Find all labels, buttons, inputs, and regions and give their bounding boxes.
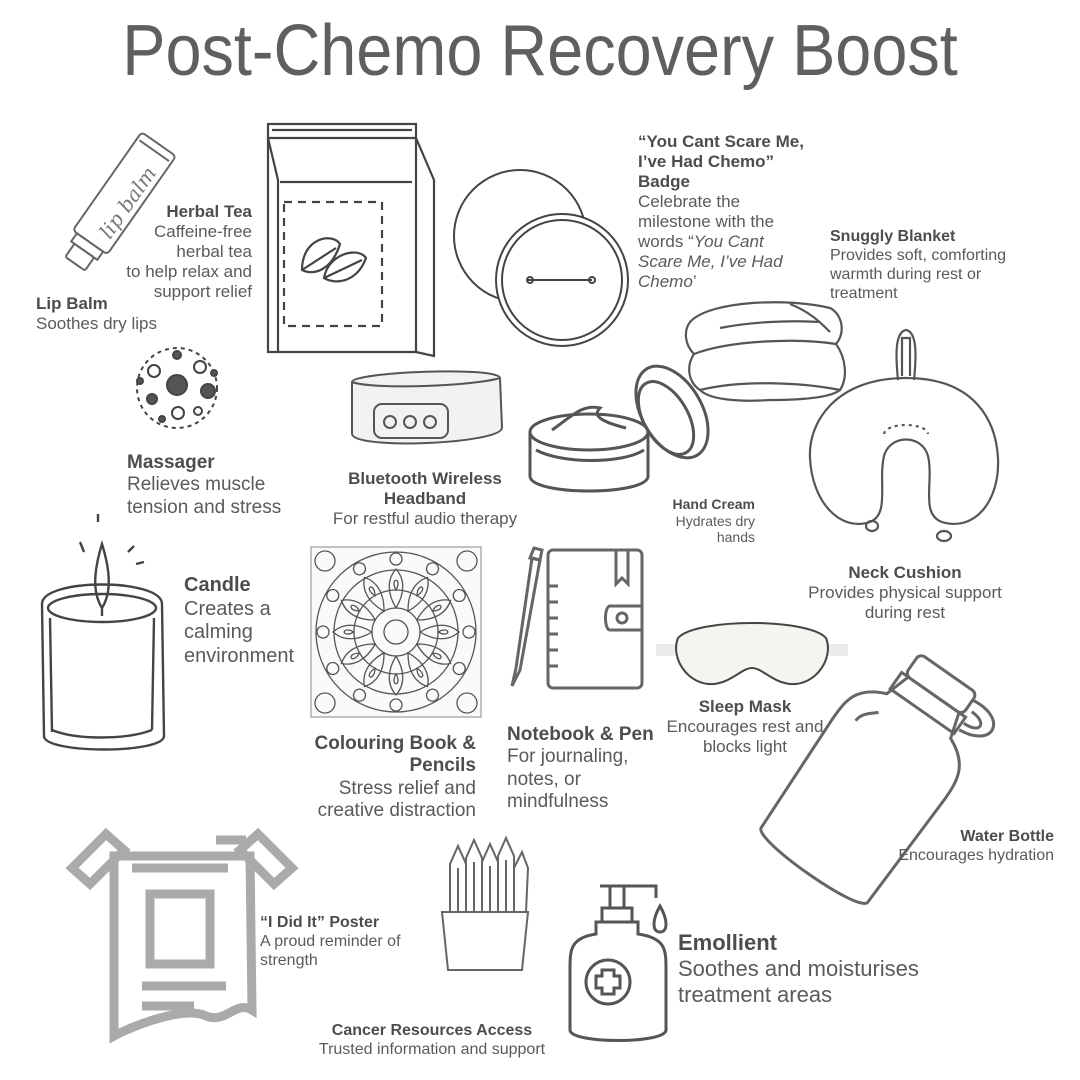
badge-desc: Celebrate the milestone with the words “… bbox=[638, 192, 828, 292]
poster-name: “I Did It” Poster bbox=[260, 914, 380, 931]
herbal-tea-desc: Caffeine-free herbal tea to help relax a… bbox=[126, 222, 252, 302]
cancer-resources-desc: Trusted information and support bbox=[318, 1040, 546, 1058]
candle-icon bbox=[36, 508, 170, 760]
badge-name: “You Cant Scare Me, I’ve Had Chemo” Badg… bbox=[638, 132, 804, 192]
sleep-mask-name: Sleep Mask bbox=[698, 697, 792, 716]
pump-bottle-icon bbox=[566, 880, 676, 1048]
notebook-pen-icon bbox=[500, 546, 650, 692]
badge-desc-end: ’ bbox=[692, 272, 697, 292]
badge-desc-plain: Celebrate the milestone with the words “ bbox=[638, 192, 775, 252]
item-emollient: Emollient Soothes and moisturises treatm… bbox=[678, 930, 968, 1008]
poster-icon bbox=[66, 810, 298, 1042]
headband-name: Bluetooth Wireless Headband bbox=[348, 469, 502, 509]
item-water-bottle: Water Bottle Encourages hydration bbox=[860, 828, 1054, 866]
emollient-name: Emollient bbox=[678, 930, 778, 955]
massager-name: Massager bbox=[127, 452, 215, 473]
colouring-book-desc: Stress relief and creative distraction bbox=[317, 777, 476, 822]
poster-desc: A proud reminder of strength bbox=[260, 932, 401, 969]
item-colouring-book: Colouring Book & Pencils Stress relief a… bbox=[290, 733, 476, 823]
neck-pillow-icon bbox=[806, 326, 1002, 546]
item-herbal-tea: Herbal Tea Caffeine-free herbal tea to h… bbox=[110, 202, 252, 302]
emollient-desc: Soothes and moisturises treatment areas bbox=[678, 955, 919, 1007]
hand-cream-name: Hand Cream bbox=[672, 496, 755, 512]
herbal-tea-name: Herbal Tea bbox=[166, 202, 252, 221]
item-hand-cream: Hand Cream Hydrates dry hands bbox=[640, 496, 755, 546]
sleep-mask-icon bbox=[656, 614, 848, 694]
sleep-mask-desc: Encourages rest and blocks light bbox=[666, 717, 824, 757]
item-poster: “I Did It” Poster A proud reminder of st… bbox=[260, 914, 440, 971]
item-cancer-resources: Cancer Resources Access Trusted informat… bbox=[292, 1022, 572, 1060]
item-candle: Candle Creates a calming environment bbox=[184, 574, 314, 668]
massager-ball-icon bbox=[122, 333, 232, 443]
mandala-icon bbox=[311, 547, 481, 717]
headband-icon bbox=[344, 364, 506, 454]
hand-cream-desc: Hydrates dry hands bbox=[675, 512, 755, 546]
snuggly-blanket-name: Snuggly Blanket bbox=[830, 228, 956, 245]
water-bottle-desc: Encourages hydration bbox=[898, 846, 1054, 864]
candle-name: Candle bbox=[184, 574, 251, 596]
cream-jar-icon bbox=[522, 356, 722, 506]
colouring-book-name: Colouring Book & Pencils bbox=[314, 733, 476, 777]
lip-balm-tube-icon: lip balm bbox=[40, 120, 190, 290]
notebook-desc: For journaling, notes, or mindfulness bbox=[507, 746, 629, 813]
item-headband: Bluetooth Wireless Headband For restful … bbox=[305, 469, 545, 529]
item-sleep-mask: Sleep Mask Encourages rest and blocks li… bbox=[650, 697, 840, 757]
water-bottle-name: Water Bottle bbox=[960, 828, 1054, 845]
water-bottle-icon bbox=[770, 668, 1002, 882]
item-massager: Massager Relieves muscle tension and str… bbox=[127, 452, 317, 519]
item-neck-cushion: Neck Cushion Provides physical support d… bbox=[790, 563, 1020, 623]
pencil-cup-icon bbox=[438, 838, 532, 972]
folded-blanket-icon bbox=[680, 292, 850, 407]
cancer-resources-name: Cancer Resources Access bbox=[331, 1022, 533, 1039]
tea-bag-icon bbox=[262, 120, 437, 362]
snuggly-blanket-desc: Provides soft, comforting warmth during … bbox=[830, 246, 1007, 302]
page-title: Post-Chemo Recovery Boost bbox=[122, 11, 958, 91]
massager-desc: Relieves muscle tension and stress bbox=[127, 474, 282, 518]
candle-desc: Creates a calming environment bbox=[184, 597, 295, 667]
item-notebook: Notebook & Pen For journaling, notes, or… bbox=[507, 724, 677, 814]
notebook-name: Notebook & Pen bbox=[507, 724, 654, 745]
badge-desc-italic: You Cant Scare Me, I’ve Had Chemo bbox=[638, 232, 783, 292]
lip-balm-desc: Soothes dry lips bbox=[36, 314, 157, 334]
item-snuggly-blanket: Snuggly Blanket Provides soft, comfortin… bbox=[830, 228, 1070, 304]
lip-balm-name: Lip Balm bbox=[36, 294, 108, 313]
neck-cushion-name: Neck Cushion bbox=[848, 563, 962, 582]
item-badge: “You Cant Scare Me, I’ve Had Chemo” Badg… bbox=[638, 132, 828, 292]
pin-badge-icon bbox=[450, 150, 630, 350]
headband-desc: For restful audio therapy bbox=[332, 509, 518, 529]
neck-cushion-desc: Provides physical support during rest bbox=[808, 583, 1002, 623]
item-lip-balm: Lip Balm Soothes dry lips bbox=[36, 294, 157, 334]
